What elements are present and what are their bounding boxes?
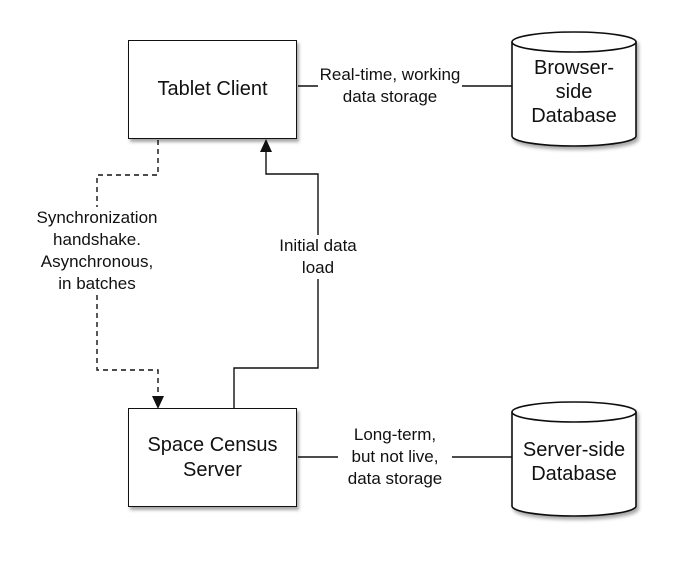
sync-handshake-label: Synchronization handshake. Asynchronous,… [28,207,166,295]
tablet-client-box: Tablet Client [128,40,297,139]
sync-line-1: Synchronization [36,208,158,227]
browser-db-line-1: Browser- [533,57,614,79]
server-database-label: Server-side Database [512,438,636,486]
browser-db-line-2: side [555,81,593,103]
server-database-cylinder [511,401,637,517]
sync-line-4: in batches [58,274,136,293]
server-label-line-1: Space Census [147,433,278,456]
initial-load-label: Initial data load [263,235,373,279]
longterm-storage-label: Long-term, but not live, data storage [338,424,452,490]
initial-line-2: load [301,258,335,277]
space-census-server-box: Space Census Server [128,408,297,507]
sync-line-3: Asynchronous, [40,252,154,271]
server-label-line-2: Server [183,458,242,481]
longterm-line-3: data storage [347,469,443,488]
server-db-line-2: Database [531,463,617,485]
browser-database-label: Browser- side Database [512,56,636,128]
browser-database-cylinder [511,31,637,147]
server-db-line-1: Server-side [522,439,626,461]
realtime-line-2: data storage [342,87,438,106]
sync-arrowhead [152,396,164,409]
realtime-storage-label: Real-time, working data storage [318,64,462,108]
longterm-line-1: Long-term, [353,425,437,444]
tablet-client-label: Tablet Client [157,78,268,100]
browser-db-line-3: Database [531,105,617,127]
initial-load-arrowhead [260,139,272,152]
initial-line-1: Initial data [279,236,357,255]
sync-line-2: handshake. [53,230,141,249]
initial-load-connector [233,150,319,408]
realtime-line-1: Real-time, working [319,65,461,84]
longterm-line-2: but not live, [351,447,439,466]
